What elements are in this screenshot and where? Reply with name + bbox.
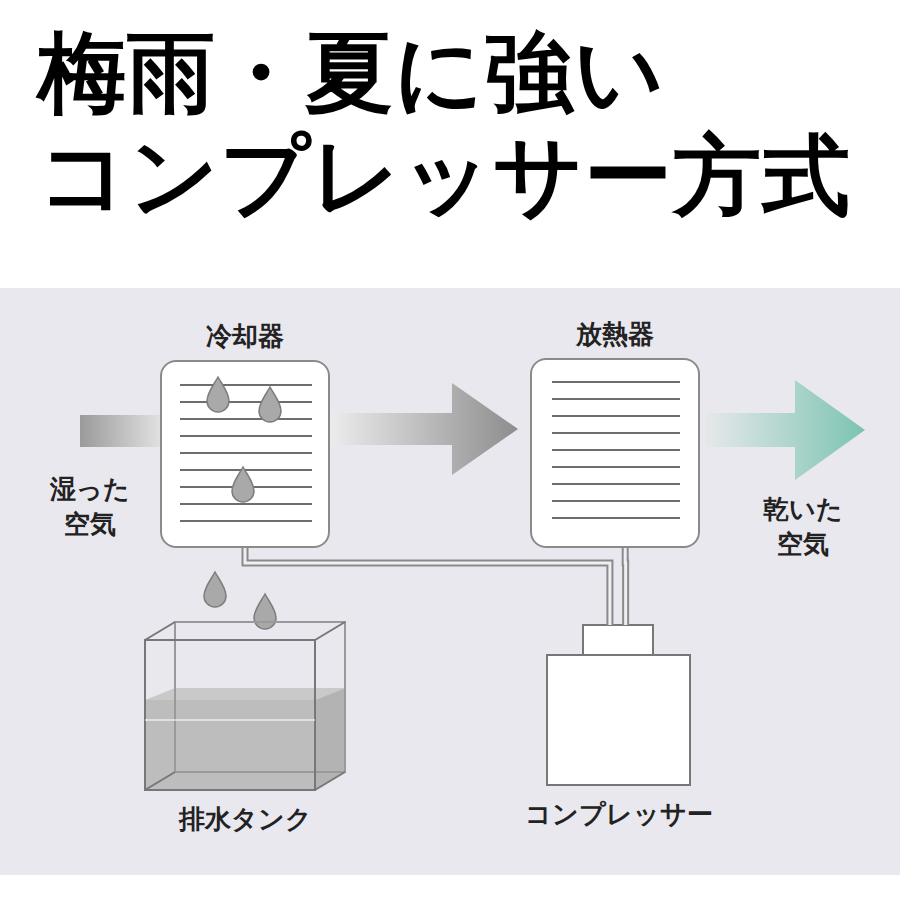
part-name: 冷却器 bbox=[206, 319, 284, 354]
pipe-core bbox=[624, 548, 627, 625]
drain-tank bbox=[145, 622, 345, 790]
title: 梅雨・夏に強い コンプレッサー方式 bbox=[38, 22, 888, 228]
radiator-body bbox=[530, 358, 700, 548]
pipe-outline bbox=[622, 548, 629, 625]
compressor-body bbox=[547, 625, 690, 785]
compressor: コンプレッサー bbox=[547, 625, 690, 785]
drain-tank: 排水タンク bbox=[145, 622, 345, 790]
part-name: コンプレッサー bbox=[525, 797, 713, 832]
air-label: 湿った 空気 bbox=[30, 472, 150, 542]
cooler-fins bbox=[180, 385, 312, 521]
radiator-box: 放熱器 bbox=[530, 358, 700, 548]
radiator-fins bbox=[552, 382, 680, 518]
connector bbox=[245, 548, 610, 625]
pipe-outline bbox=[245, 548, 610, 625]
panel-ground bbox=[0, 288, 900, 875]
part-name: 放熱器 bbox=[576, 317, 654, 352]
water-drops bbox=[204, 377, 281, 629]
airflow-arrow bbox=[331, 383, 518, 475]
part-name: 排水タンク bbox=[179, 802, 312, 837]
connector bbox=[331, 383, 518, 475]
outflow-arrow bbox=[705, 380, 865, 480]
cooler-box: 冷却器 bbox=[160, 360, 330, 548]
connector bbox=[625, 548, 626, 625]
air-label: 乾いた 空気 bbox=[740, 492, 865, 562]
cooler-body bbox=[160, 360, 330, 548]
pipe-core bbox=[245, 548, 610, 625]
